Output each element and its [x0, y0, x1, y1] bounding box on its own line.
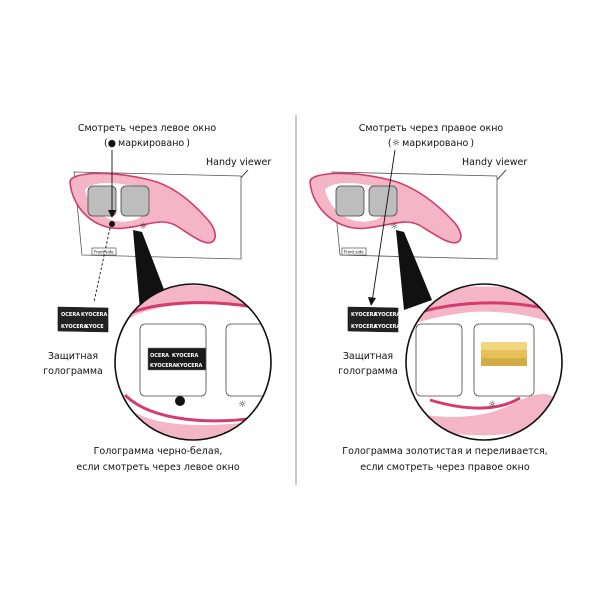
left-sun-marker-icon: ☼ — [139, 222, 147, 232]
filled-dot-icon: ● — [108, 138, 116, 149]
right-panel: Смотреть через правое окно (☼маркировано… — [309, 123, 563, 473]
left-zoom-circle-outline — [114, 283, 272, 441]
svg-text:KYOCERA: KYOCERA — [61, 324, 88, 330]
svg-text:KYOCERA: KYOCERA — [172, 353, 199, 359]
svg-text:OCERA: OCERA — [61, 312, 80, 318]
right-front-side-tag — [341, 247, 367, 256]
right-zoom-sun-icon: ☼ — [488, 400, 496, 410]
left-viewer-label: Handy viewer — [206, 157, 271, 168]
right-bottom-line2: если смотреть через правое окно — [360, 462, 530, 473]
right-window-right — [368, 185, 398, 217]
left-bottom-line2: если смотреть через левое окно — [76, 462, 239, 473]
right-zoom-circle: ☼ — [406, 284, 562, 440]
left-caption-arrowhead — [108, 210, 116, 218]
svg-text:KYOCERA: KYOCERA — [150, 363, 177, 369]
right-caption-arrow — [371, 149, 396, 303]
right-small-hologram: KYOCERA KYOCERA KYOCERA KYOCERA — [347, 306, 401, 333]
right-window-left — [335, 185, 365, 217]
svg-text:KYOCERA: KYOCERA — [351, 324, 378, 330]
right-front-side-text: Front side — [344, 250, 364, 255]
left-zoom-wedge — [133, 230, 168, 310]
left-hologram-label-2: голограмма — [43, 366, 103, 377]
right-caption-line1: Смотреть через правое окно — [359, 123, 504, 134]
sun-icon: ☼ — [392, 138, 401, 149]
left-small-hologram: OCERA KYOCERA KYOCERA KYOCE — [57, 306, 109, 333]
svg-text:OCERA: OCERA — [150, 353, 169, 359]
left-front-side-text: Front side — [94, 250, 114, 255]
right-zoom-circle-outline — [405, 283, 563, 441]
left-zoom-dot-icon — [175, 396, 185, 406]
left-window-right — [120, 185, 150, 217]
right-viewer-label: Handy viewer — [462, 157, 527, 168]
svg-text:KYOCERA: KYOCERA — [81, 312, 108, 318]
right-zoom-wedge — [396, 230, 432, 310]
svg-text:KYOCE: KYOCE — [85, 324, 104, 330]
right-sun-marker-icon: ☼ — [390, 222, 398, 232]
right-caption-line2: (☼маркировано) — [388, 138, 474, 149]
right-caption-arrowhead — [368, 297, 376, 306]
left-bottom-line1: Голограмма черно-белая, — [94, 446, 223, 457]
left-zoom-circle: OCERA KYOCERA KYOCERA KYOCERA ☼ — [115, 284, 271, 440]
left-caption-line1: Смотреть через левое окно — [78, 123, 217, 134]
right-hologram-label-1: Защитная — [343, 351, 393, 362]
left-window-left — [87, 185, 117, 217]
left-caption-line2: (●маркировано) — [104, 138, 190, 149]
left-dashed-line — [93, 227, 111, 303]
svg-text:KYOCERA: KYOCERA — [374, 324, 401, 330]
svg-text:KYOCERA: KYOCERA — [374, 312, 401, 318]
svg-text:KYOCERA: KYOCERA — [176, 363, 203, 369]
left-dot-marker-icon — [109, 221, 115, 227]
right-bottom-line1: Голограмма золотистая и переливается, — [342, 446, 547, 457]
svg-text:KYOCERA: KYOCERA — [351, 312, 378, 318]
right-hologram-label-2: голограмма — [338, 366, 398, 377]
left-zoom-sun-icon: ☼ — [238, 400, 246, 410]
left-panel: Смотреть через левое окно (●маркировано)… — [43, 123, 272, 473]
left-hologram-label-1: Защитная — [48, 351, 98, 362]
